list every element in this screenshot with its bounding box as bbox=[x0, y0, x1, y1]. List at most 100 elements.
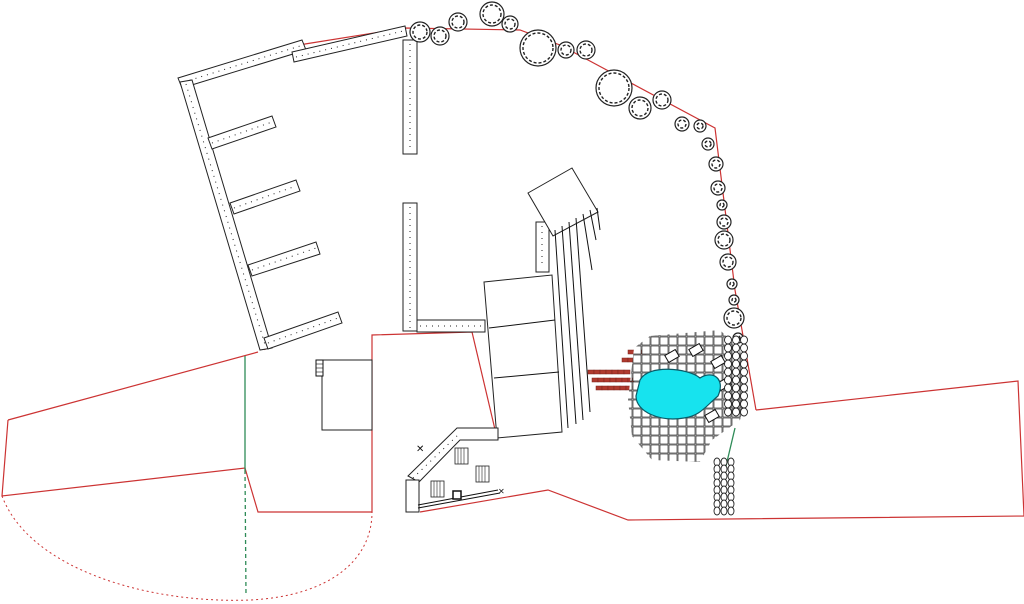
paver bbox=[686, 444, 696, 454]
paver bbox=[686, 336, 696, 346]
paver bbox=[750, 418, 758, 426]
paver bbox=[740, 426, 748, 436]
paver bbox=[632, 417, 642, 427]
brick bbox=[615, 377, 623, 383]
lounger-icon bbox=[710, 354, 726, 370]
shrub-icon bbox=[740, 351, 748, 361]
shrub-icon bbox=[724, 407, 732, 417]
paver bbox=[677, 426, 687, 436]
paver bbox=[668, 336, 678, 346]
shrub-icon bbox=[716, 199, 728, 211]
paver bbox=[628, 453, 633, 462]
paver bbox=[632, 408, 642, 418]
shrub-icon bbox=[719, 253, 737, 271]
paver bbox=[628, 426, 633, 436]
paver bbox=[741, 463, 749, 471]
shrub-icon bbox=[732, 375, 740, 385]
paver bbox=[704, 453, 714, 462]
paver bbox=[650, 330, 660, 337]
paver bbox=[686, 363, 696, 373]
paver bbox=[650, 435, 660, 445]
paver bbox=[633, 463, 641, 471]
paver bbox=[650, 354, 660, 364]
lounger-icon bbox=[664, 348, 680, 364]
paver bbox=[677, 330, 687, 337]
paver bbox=[650, 336, 660, 346]
paver bbox=[641, 354, 651, 364]
brick bbox=[621, 357, 629, 363]
paver bbox=[704, 336, 714, 346]
brick bbox=[603, 377, 611, 383]
shrub-column bbox=[713, 335, 748, 516]
shrub-icon bbox=[740, 367, 748, 377]
paver bbox=[659, 330, 669, 337]
brick bbox=[593, 369, 601, 375]
shrub-icon bbox=[724, 343, 732, 353]
paver bbox=[628, 390, 633, 400]
paver bbox=[632, 444, 642, 454]
shrub-icon bbox=[724, 367, 732, 377]
paver bbox=[704, 354, 714, 364]
paver bbox=[632, 336, 642, 346]
brick bbox=[599, 369, 607, 375]
paver bbox=[704, 426, 714, 436]
shrub-icon bbox=[740, 375, 748, 385]
paver bbox=[695, 444, 705, 454]
paver bbox=[677, 453, 687, 462]
shrub-icon bbox=[732, 335, 740, 345]
hedge-and-trees bbox=[409, 1, 745, 344]
shrub-icon bbox=[732, 367, 740, 377]
shrub-icon bbox=[732, 343, 740, 353]
star-marker-icon: ✕ bbox=[416, 444, 424, 455]
paver bbox=[641, 330, 651, 337]
paver bbox=[650, 444, 660, 454]
paver bbox=[695, 336, 705, 346]
shrub-icon bbox=[701, 137, 715, 151]
paver bbox=[632, 330, 642, 337]
paver bbox=[677, 354, 687, 364]
paver bbox=[677, 336, 687, 346]
paver bbox=[704, 330, 714, 337]
shrub-icon bbox=[740, 343, 748, 353]
paver bbox=[651, 463, 659, 471]
shrub-icon bbox=[732, 351, 740, 361]
brick bbox=[587, 369, 595, 375]
paver bbox=[678, 463, 686, 471]
paver bbox=[641, 426, 651, 436]
tree-icon bbox=[519, 29, 557, 67]
paver bbox=[659, 336, 669, 346]
lower-patio-wall bbox=[405, 427, 501, 513]
paver bbox=[686, 453, 696, 462]
paver bbox=[686, 330, 696, 337]
paver bbox=[677, 435, 687, 445]
paver bbox=[750, 445, 758, 453]
paver bbox=[669, 463, 677, 471]
brick bbox=[595, 385, 603, 391]
chair-icon bbox=[475, 465, 490, 483]
brick bbox=[623, 369, 631, 375]
shrub-icon bbox=[720, 506, 728, 516]
chair-icon bbox=[454, 447, 469, 465]
paver bbox=[750, 328, 758, 336]
shrub-icon bbox=[724, 335, 732, 345]
paver bbox=[713, 399, 723, 409]
paver bbox=[740, 417, 748, 427]
paver bbox=[628, 399, 633, 409]
shrub-icon bbox=[740, 335, 748, 345]
paver bbox=[713, 435, 723, 445]
paver bbox=[668, 453, 678, 462]
paver bbox=[624, 463, 632, 471]
paver bbox=[668, 444, 678, 454]
paver bbox=[641, 453, 651, 462]
paver bbox=[740, 444, 748, 454]
shrub-icon bbox=[724, 391, 732, 401]
paver bbox=[628, 417, 633, 427]
brick bbox=[591, 377, 599, 383]
brick bbox=[627, 349, 635, 355]
paver bbox=[628, 444, 633, 454]
paver bbox=[677, 345, 687, 355]
paver bbox=[750, 364, 758, 372]
shrub-icon bbox=[430, 26, 450, 46]
paver bbox=[660, 463, 668, 471]
shrub-icon bbox=[727, 506, 735, 516]
